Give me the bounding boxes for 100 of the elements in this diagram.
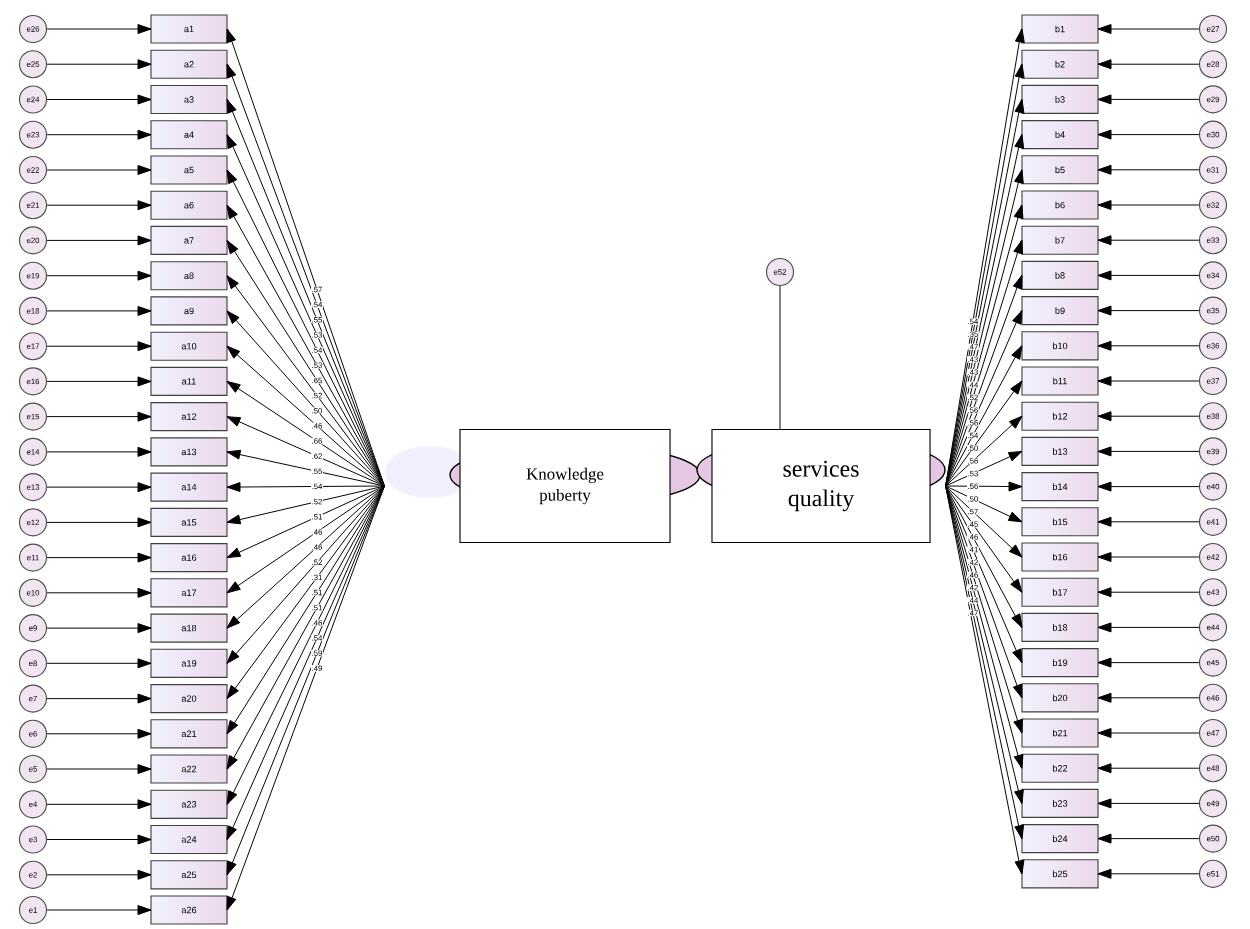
variable-box: b13: [1021, 436, 1099, 466]
arrow: [226, 380, 385, 487]
arrow: [46, 59, 152, 70]
arrow: [945, 485, 1023, 558]
variable-box: b9: [1021, 296, 1099, 326]
variable-box: b10: [1021, 331, 1099, 361]
variable-box: b17: [1021, 577, 1099, 607]
arrow: [46, 834, 152, 845]
arrow: [46, 341, 152, 352]
arrow: [1097, 516, 1200, 527]
variable-box: a20: [150, 684, 228, 714]
variable-box: a23: [150, 789, 228, 819]
variable-box: b25: [1021, 859, 1099, 889]
variable-box: a16: [150, 543, 228, 573]
arrow: [46, 869, 152, 880]
arrow: [46, 24, 152, 34]
arrow: [226, 485, 385, 664]
arrow: [1097, 94, 1200, 105]
arrow: [1097, 446, 1200, 457]
arrow: [1097, 481, 1200, 492]
arrow: [1097, 24, 1200, 34]
arrow: [1097, 340, 1200, 351]
variable-box: a18: [150, 613, 228, 643]
variable-box: b24: [1021, 824, 1099, 854]
variable-box: b11: [1021, 366, 1099, 396]
variable-box: b20: [1021, 683, 1099, 713]
arrow: [1097, 798, 1200, 809]
latent-variable: Knowledge puberty: [385, 428, 701, 544]
variable-box: a4: [150, 120, 228, 150]
variable-box: a3: [150, 84, 228, 115]
arrow: [945, 485, 1023, 523]
arrow: [1097, 728, 1200, 738]
arrow: [1097, 552, 1200, 562]
variable-box: a17: [150, 578, 228, 608]
arrow: [945, 450, 1023, 487]
variable-box: b14: [1021, 472, 1099, 502]
arrow: [46, 305, 152, 316]
variable-box: a11: [150, 366, 228, 396]
variable-box: b6: [1021, 190, 1099, 220]
arrow: [1097, 59, 1200, 70]
variable-box: a26: [150, 895, 228, 925]
arrow: [945, 345, 1023, 487]
arrow: [46, 165, 152, 175]
variable-box: b18: [1021, 612, 1099, 642]
arrow: [1097, 235, 1200, 246]
arrow: [945, 485, 1023, 628]
arrow: [46, 129, 152, 140]
variable-box: a6: [150, 190, 228, 220]
arrow: [1097, 868, 1200, 879]
arrow: [226, 485, 385, 525]
arrow: [46, 764, 152, 775]
arrow: [46, 482, 152, 493]
variable-box: b22: [1021, 753, 1099, 783]
arrow: [46, 658, 152, 669]
variable-box: b21: [1021, 718, 1099, 748]
variable-box: a25: [150, 860, 228, 890]
variable-box: a13: [150, 437, 228, 467]
variable-box: a1: [150, 14, 228, 44]
arrow: [226, 485, 385, 559]
arrow: [226, 449, 385, 487]
arrow: [46, 905, 152, 915]
arrow: [1097, 164, 1200, 175]
variable-box: a10: [150, 331, 228, 361]
arrow: [1097, 587, 1200, 598]
variable-box: b3: [1021, 84, 1099, 114]
variable-box: a8: [150, 261, 228, 291]
arrow: [46, 728, 152, 739]
variable-box: a15: [150, 507, 228, 537]
arrow: [46, 799, 152, 810]
arrow: [945, 415, 1023, 487]
arrow: [226, 485, 385, 594]
arrow: [46, 376, 152, 387]
arrow: [1097, 833, 1200, 844]
variable-box: b16: [1021, 542, 1099, 572]
arrow: [46, 587, 152, 598]
arrow: [1097, 622, 1200, 633]
arrow: [1097, 129, 1200, 140]
arrow: [46, 552, 152, 563]
arrow: [46, 693, 152, 704]
variable-box: b8: [1021, 260, 1099, 290]
variable-box: b1: [1021, 14, 1099, 44]
arrow: [945, 481, 1023, 492]
variable-box: b5: [1021, 155, 1099, 185]
arrow: [1097, 411, 1200, 422]
arrow: [1097, 270, 1200, 281]
variable-box: a2: [150, 49, 228, 79]
variable-box: b15: [1021, 507, 1099, 537]
variable-box: a24: [150, 824, 228, 855]
arrow: [226, 345, 385, 487]
arrow: [46, 517, 152, 528]
arrow: [46, 94, 152, 105]
variable-box: a12: [150, 402, 228, 432]
variable-box: b12: [1021, 401, 1099, 431]
variable-box: b2: [1021, 49, 1099, 79]
arrow: [1097, 763, 1200, 774]
arrow: [46, 200, 152, 211]
arrow: [1097, 376, 1200, 386]
arrow: [46, 446, 152, 457]
variable-box: a22: [150, 754, 228, 784]
variable-box: b19: [1021, 648, 1099, 678]
